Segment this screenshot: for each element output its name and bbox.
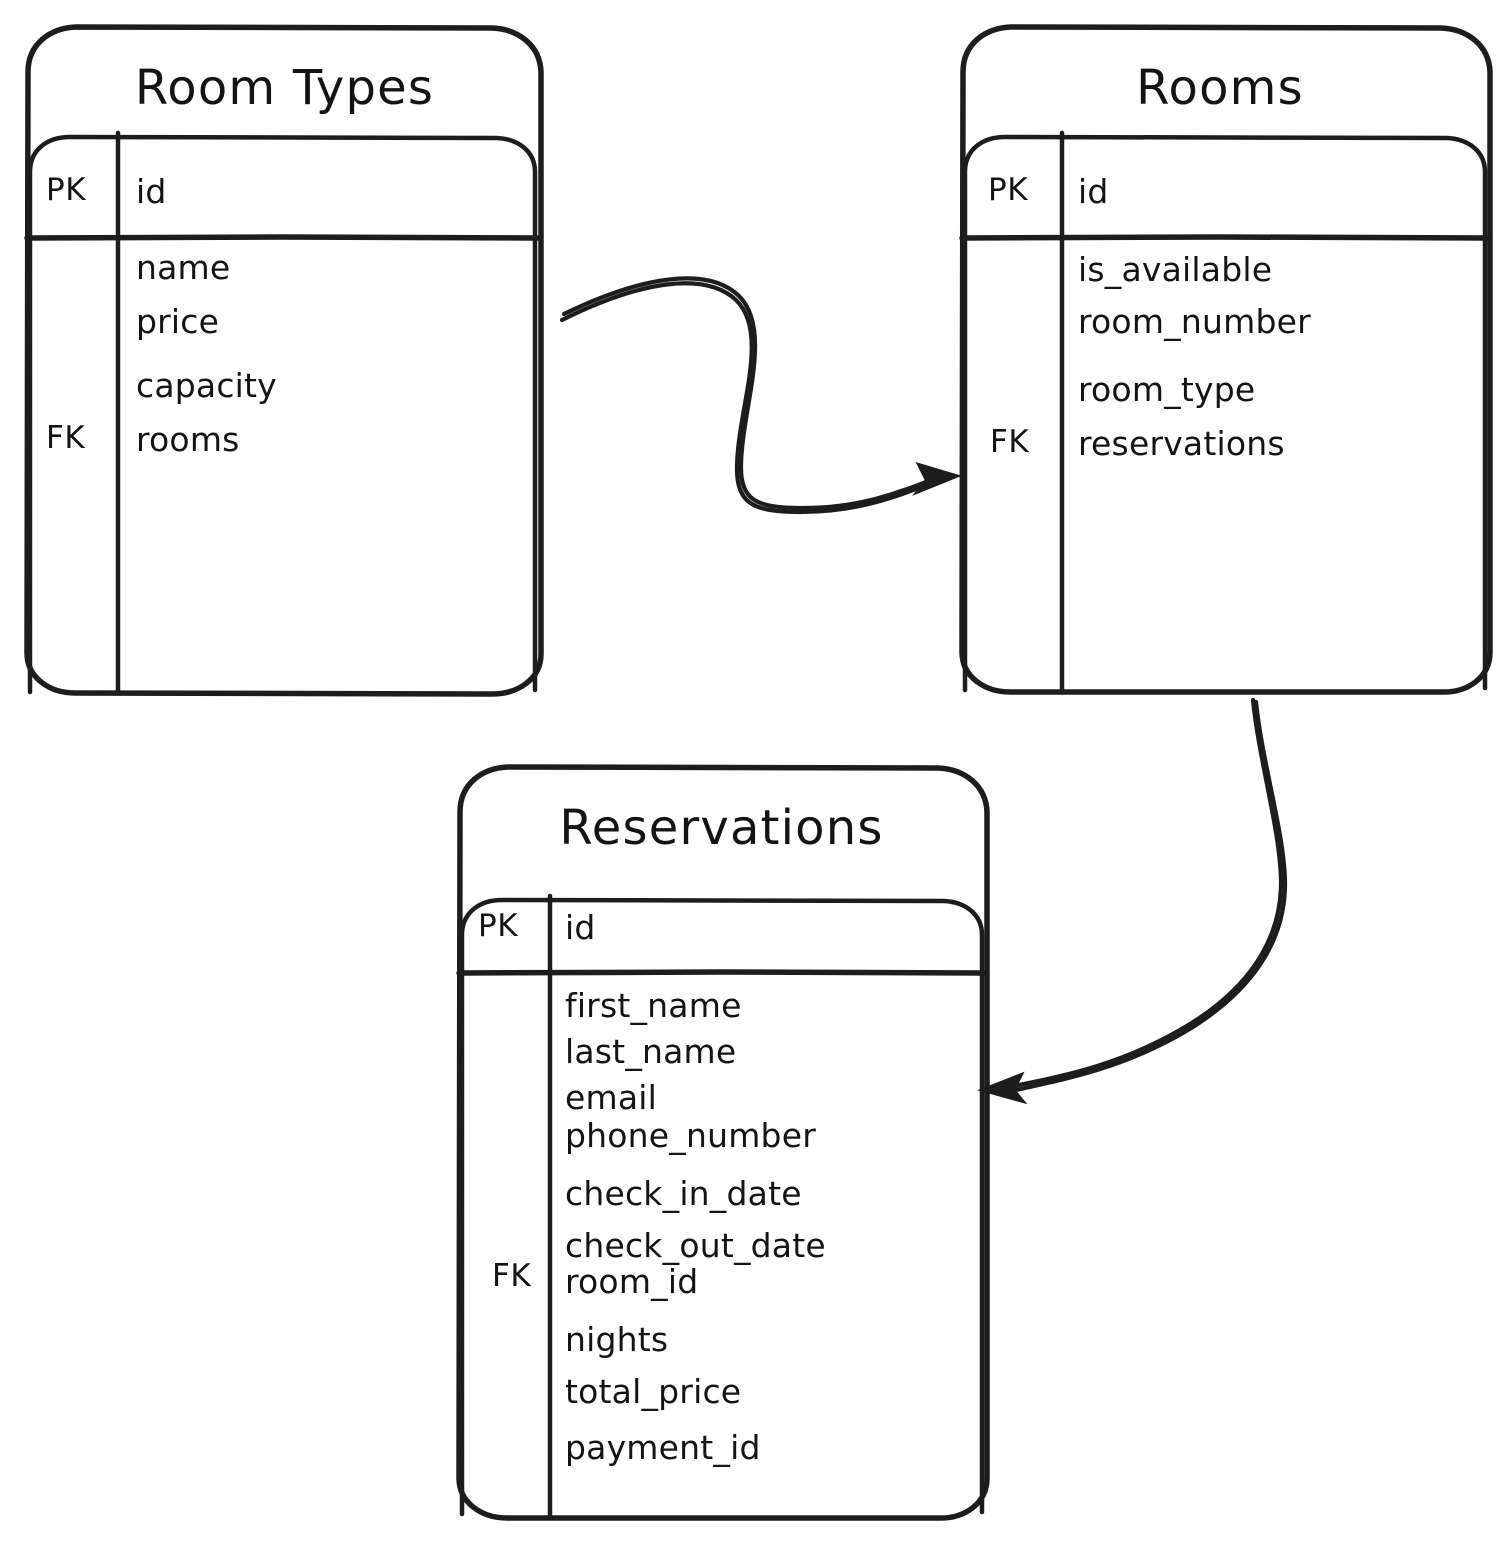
room-types-field-name: name	[136, 248, 231, 287]
rooms-field-is-available: is_available	[1078, 250, 1273, 289]
reservations-field-first-name: first_name	[565, 986, 742, 1025]
rooms-inner-box	[962, 134, 1488, 693]
room-types-inner-box	[27, 134, 538, 695]
rooms-outer-box	[959, 24, 1493, 695]
arrowhead-to-rooms	[912, 461, 962, 496]
entity-title-rooms: Rooms	[1136, 60, 1304, 116]
room-types-pk-separator	[24, 234, 540, 241]
rooms-field-reservations: reservations	[1078, 424, 1285, 463]
reservations-pk-separator	[456, 969, 987, 976]
room-types-field-price: price	[136, 302, 220, 341]
entity-title-room-types: Room Types	[134, 60, 435, 116]
rooms-pk-label: PK	[988, 172, 1029, 208]
rooms-pk-separator	[959, 234, 1490, 241]
room-types-pk-field: id	[136, 172, 167, 211]
entity-room-types-shape[interactable]	[24, 24, 544, 697]
reservations-field-email: email	[565, 1078, 658, 1117]
connector-line-2-sketch	[995, 699, 1288, 1097]
rooms-field-room-number: room_number	[1078, 302, 1311, 341]
reservations-field-check-in-date: check_in_date	[565, 1174, 802, 1213]
reservations-field-payment-id: payment_id	[565, 1428, 761, 1467]
rooms-pk-field: id	[1078, 172, 1109, 211]
reservations-field-check-out-date: check_out_date	[565, 1226, 826, 1265]
reservations-field-room-id: room_id	[565, 1262, 699, 1301]
relationship-rooms-to-reservations[interactable]	[977, 697, 1288, 1105]
reservations-fk-label: FK	[492, 1258, 532, 1294]
rooms-field-room-type: room_type	[1078, 370, 1256, 409]
reservations-field-last-name: last_name	[565, 1032, 737, 1071]
entity-rooms-shape[interactable]	[959, 24, 1493, 695]
rooms-fk-label: FK	[990, 424, 1030, 460]
reservations-field-phone-number: phone_number	[565, 1116, 816, 1155]
room-types-field-capacity: capacity	[136, 366, 277, 405]
room-types-outer-box	[24, 24, 544, 697]
connector-line-2	[992, 697, 1284, 1093]
entity-title-reservations: Reservations	[559, 800, 884, 856]
room-types-field-rooms: rooms	[136, 420, 240, 459]
relationship-room-types-to-rooms[interactable]	[559, 276, 962, 515]
entity-reservations-shape[interactable]	[456, 764, 990, 1521]
reservations-outer-box	[456, 764, 990, 1521]
connector-line-1-sketch	[561, 276, 950, 511]
reservations-field-nights: nights	[565, 1320, 669, 1359]
connector-line-1	[559, 281, 948, 515]
reservations-pk-label: PK	[478, 908, 519, 944]
reservations-field-total-price: total_price	[565, 1372, 742, 1411]
room-types-pk-label: PK	[46, 172, 87, 208]
reservations-inner-box	[459, 897, 985, 1517]
arrowhead-to-reservations	[977, 1071, 1028, 1105]
room-types-fk-label: FK	[46, 420, 86, 456]
reservations-pk-field: id	[565, 908, 596, 947]
